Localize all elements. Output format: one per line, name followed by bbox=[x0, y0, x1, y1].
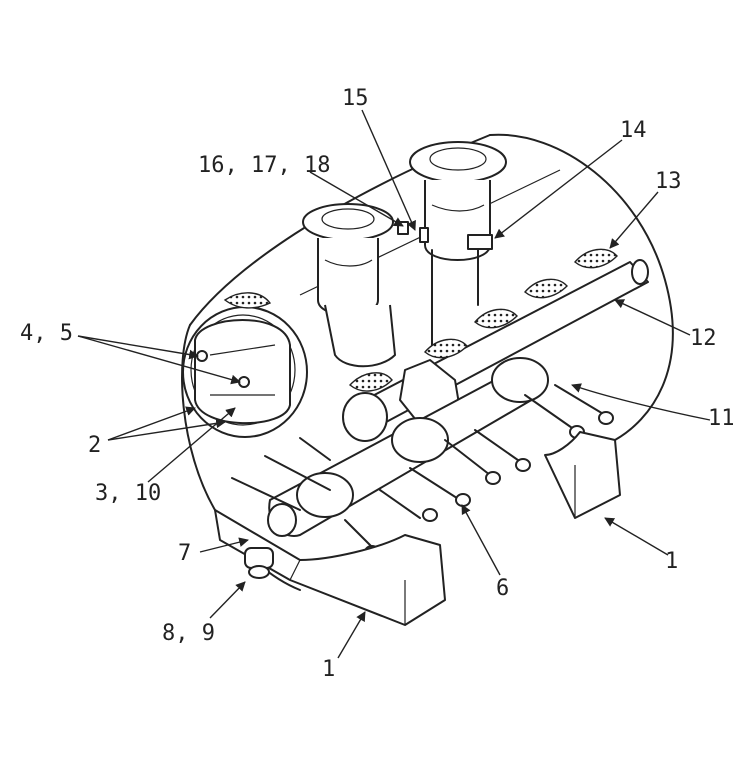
saddle-supports bbox=[214, 431, 621, 626]
leader-lines bbox=[77, 109, 711, 659]
leader-3-10 bbox=[147, 407, 236, 483]
distributor-assembly bbox=[231, 357, 614, 559]
stub-7-end bbox=[485, 471, 501, 485]
valve-actuator bbox=[467, 234, 493, 250]
label-1-left: 1 bbox=[322, 657, 335, 682]
label-7: 7 bbox=[178, 541, 191, 566]
stub-5 bbox=[409, 467, 461, 501]
leader-4-5-a bbox=[77, 335, 199, 360]
stub-6 bbox=[299, 437, 331, 461]
spray-nozzle-1 bbox=[223, 292, 272, 309]
label-2: 2 bbox=[88, 433, 101, 458]
manhole-clamp-bars bbox=[209, 344, 276, 396]
outlet-nozzle-right bbox=[397, 141, 507, 346]
inlet-nozzle-left bbox=[302, 203, 396, 368]
label-16-17-18: 16, 17, 18 bbox=[198, 153, 330, 178]
distributor-hub-3 bbox=[491, 357, 549, 403]
manhole-bolt-2 bbox=[238, 376, 250, 388]
leader-11 bbox=[571, 383, 711, 421]
header-far-end bbox=[631, 259, 649, 285]
saddle-left bbox=[214, 509, 446, 626]
small-fitting-15 bbox=[419, 227, 429, 243]
leader-7 bbox=[199, 537, 249, 553]
part-labels: 15 14 16, 17, 18 13 4, 5 12 11 2 3, 10 7… bbox=[20, 86, 735, 682]
drain-cap bbox=[248, 565, 270, 579]
distributor-hub-2 bbox=[391, 417, 449, 463]
stub-4 bbox=[379, 489, 421, 519]
manhole-assembly bbox=[182, 306, 308, 438]
nozzle-right-ring bbox=[431, 204, 485, 212]
stub-10-end bbox=[598, 411, 614, 425]
label-3-10: 3, 10 bbox=[95, 481, 161, 506]
stub-1 bbox=[231, 477, 301, 511]
leader-12 bbox=[614, 299, 691, 336]
flange-left-bore bbox=[321, 208, 375, 230]
distributor-hub-1 bbox=[296, 472, 354, 518]
stub-2 bbox=[264, 455, 331, 491]
label-12: 12 bbox=[690, 326, 717, 351]
stub-9 bbox=[524, 394, 576, 431]
stub-10 bbox=[554, 384, 606, 416]
label-13: 13 bbox=[655, 169, 682, 194]
header-end-cap bbox=[342, 392, 388, 442]
label-8-9: 8, 9 bbox=[162, 621, 215, 646]
label-4-5: 4, 5 bbox=[20, 321, 73, 346]
stub-5-end bbox=[455, 493, 471, 507]
stub-7 bbox=[444, 439, 491, 476]
spray-nozzle-2 bbox=[348, 372, 393, 392]
label-11: 11 bbox=[708, 406, 735, 431]
leader-1-right bbox=[604, 517, 669, 556]
manhole-bolt-1 bbox=[196, 350, 208, 362]
label-14: 14 bbox=[620, 118, 647, 143]
tank-rear-end-cap bbox=[489, 133, 674, 441]
stub-8 bbox=[474, 429, 526, 466]
distributor-end bbox=[267, 503, 297, 537]
stub-4-end bbox=[422, 508, 438, 522]
label-1-right: 1 bbox=[665, 549, 678, 574]
leader-16-17-18 bbox=[309, 171, 404, 227]
leader-8-9 bbox=[209, 581, 246, 619]
spray-nozzle-3 bbox=[424, 338, 468, 359]
leader-13 bbox=[609, 191, 659, 249]
leader-15 bbox=[361, 109, 416, 231]
spray-nozzle-4 bbox=[474, 308, 518, 329]
stub-3 bbox=[344, 519, 376, 551]
nozzle-left-ring bbox=[324, 259, 373, 267]
nozzle-left-pipe bbox=[324, 304, 396, 368]
stub-8-end bbox=[515, 458, 531, 472]
manhole-cover bbox=[194, 319, 291, 425]
saddle-right bbox=[544, 431, 621, 519]
flange-right-bore bbox=[429, 147, 487, 171]
nozzle-left-body bbox=[317, 238, 379, 316]
drain-fitting bbox=[244, 547, 274, 579]
spray-nozzle-5 bbox=[524, 278, 568, 299]
leader-14 bbox=[494, 139, 623, 239]
label-6: 6 bbox=[496, 576, 509, 601]
leader-1-left bbox=[337, 611, 366, 659]
manhole-flange-inner bbox=[190, 314, 296, 426]
leader-2-a bbox=[107, 406, 196, 441]
spray-nozzle-6 bbox=[574, 248, 618, 269]
spray-header bbox=[223, 248, 649, 442]
saddle-left-edges bbox=[289, 559, 406, 625]
label-15: 15 bbox=[342, 86, 369, 111]
leader-6 bbox=[461, 504, 501, 576]
leader-4-5-b bbox=[77, 335, 241, 385]
leader-2-b bbox=[107, 418, 226, 441]
